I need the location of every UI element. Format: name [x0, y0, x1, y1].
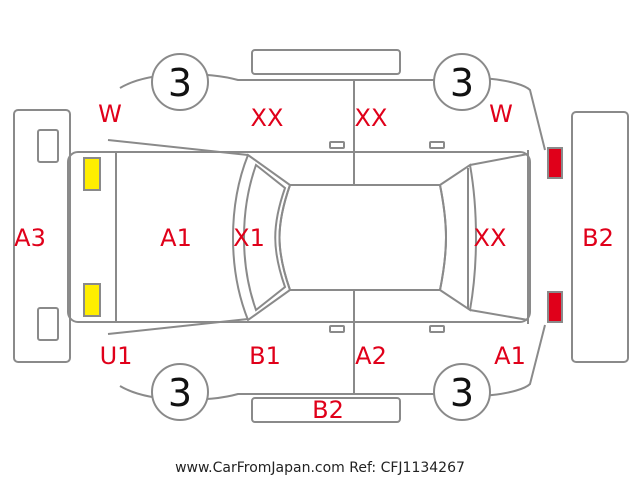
- rear-lower-line: [469, 309, 529, 321]
- roof: [278, 184, 447, 291]
- right-door-front-handle: [329, 325, 345, 333]
- label-hood: A1: [160, 224, 192, 252]
- left-door-front-handle: [329, 141, 345, 149]
- rear-upper-line: [469, 153, 529, 166]
- taillight-top: [547, 147, 563, 179]
- label-right-rocker: B2: [312, 396, 344, 424]
- tire-rear-left: [433, 53, 491, 111]
- car-body-outline: [67, 151, 531, 323]
- tire-rear-right-rating: 3: [450, 371, 474, 415]
- windshield-inner: [243, 163, 287, 312]
- tire-front-right-rating: 3: [168, 371, 192, 415]
- label-rear-right-fender: A1: [494, 342, 526, 370]
- rear-bumper: [571, 111, 629, 363]
- label-left-rear-door: XX: [355, 104, 388, 132]
- label-rear-bumper: B2: [582, 224, 614, 252]
- label-front-bumper: A3: [14, 224, 46, 252]
- headlight-top: [83, 157, 101, 191]
- front-bumper-slot-top: [37, 129, 59, 163]
- label-rear-roof: XX: [474, 224, 507, 252]
- label-rear-left-fender: W: [489, 100, 513, 128]
- left-door-rear-handle: [429, 141, 445, 149]
- label-left-front-door: XX: [251, 104, 284, 132]
- tire-front-left-rating: 3: [168, 61, 192, 105]
- front-bumper: [13, 109, 71, 363]
- rear-window: [438, 163, 477, 312]
- label-right-rear-door: A2: [355, 342, 387, 370]
- label-windshield: X1: [233, 224, 265, 252]
- right-rocker-panel: [251, 397, 401, 423]
- tire-rear-right: [433, 363, 491, 421]
- right-door-rear-handle: [429, 325, 445, 333]
- tire-front-right: [151, 363, 209, 421]
- tire-front-left: [151, 53, 209, 111]
- headlight-bottom: [83, 283, 101, 317]
- front-bumper-slot-bottom: [37, 307, 59, 341]
- label-right-front-door: B1: [249, 342, 281, 370]
- tire-rear-left-rating: 3: [450, 61, 474, 105]
- taillight-bottom: [547, 291, 563, 323]
- label-front-right-fender: U1: [100, 342, 133, 370]
- label-front-left-fender: W: [98, 100, 122, 128]
- left-rocker-panel: [251, 49, 401, 75]
- footer-watermark: www.CarFromJapan.com Ref: CFJ1134267: [175, 460, 465, 476]
